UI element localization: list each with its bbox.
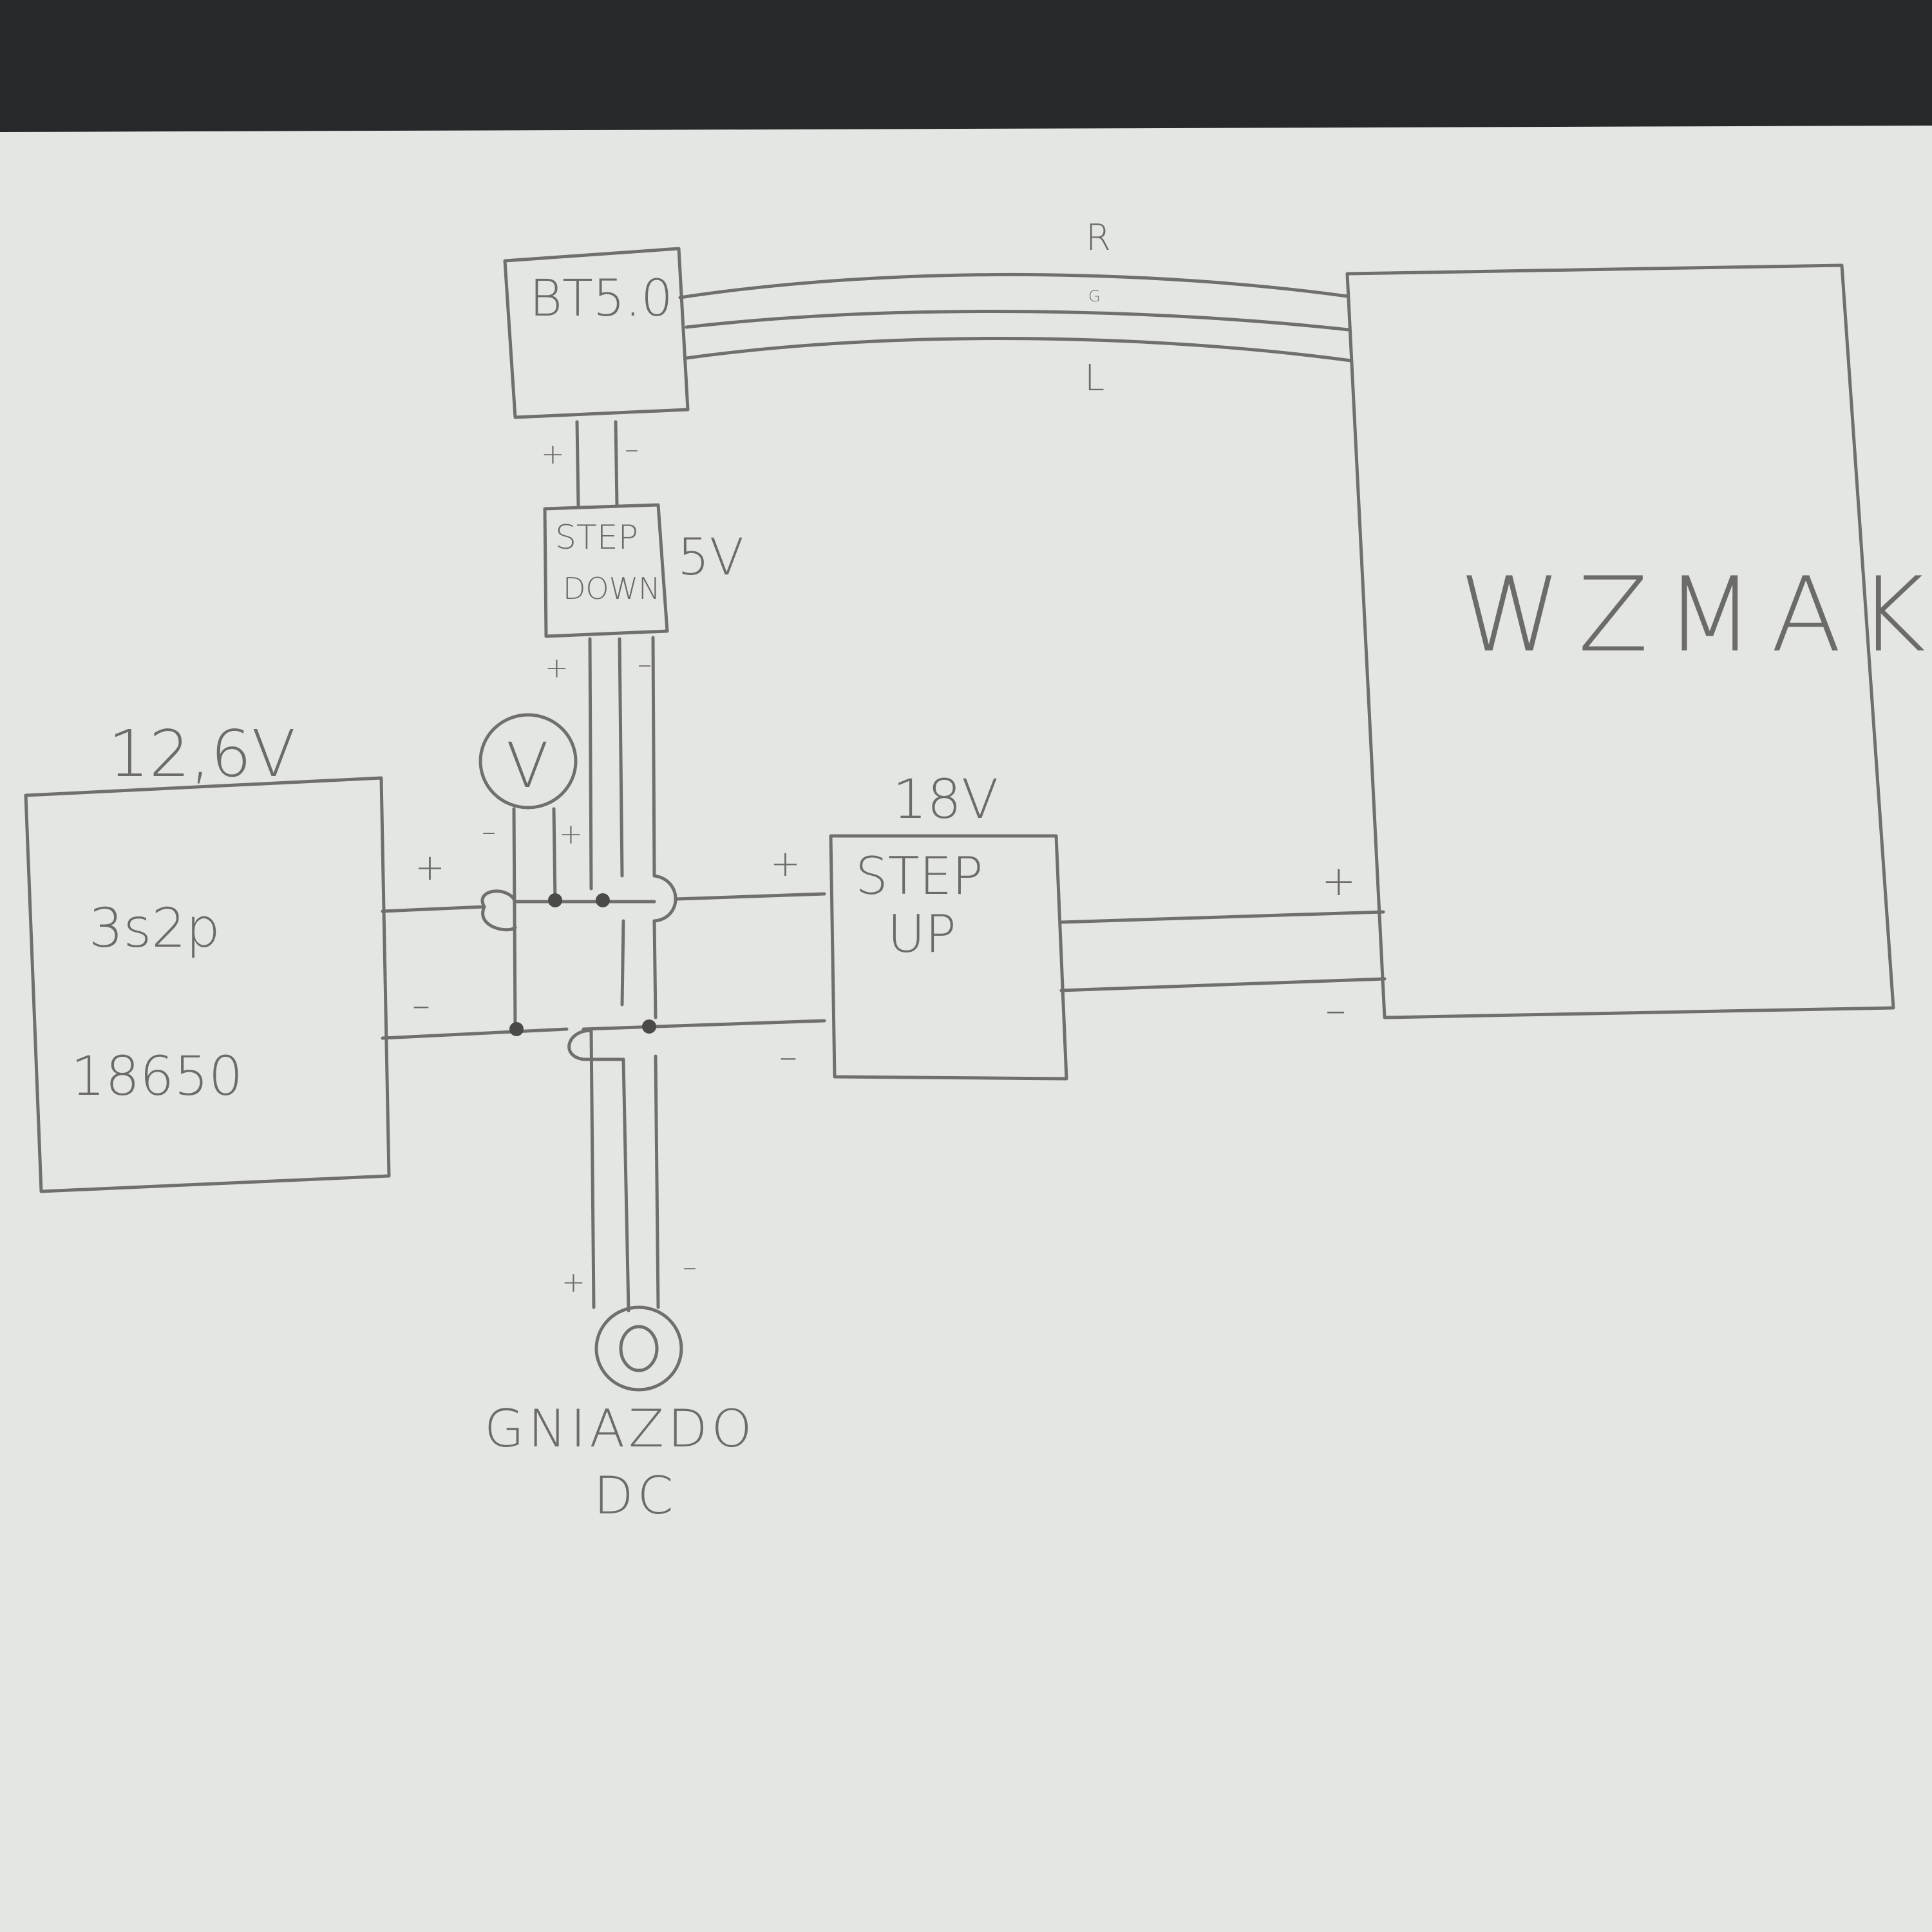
step-down-box <box>543 503 669 638</box>
battery-plus-sign: + <box>415 847 445 889</box>
step-up-voltage: 18V <box>893 768 998 831</box>
dc-socket-line1: GNIAZDO <box>484 1399 756 1459</box>
step-up-line1: STEP <box>855 846 983 906</box>
voltmeter-circle <box>478 713 578 810</box>
junction-stepdown-minus <box>642 1019 656 1034</box>
negative-bus <box>381 1019 826 1040</box>
wire-l <box>685 337 1353 363</box>
step-down-plus-wire <box>588 637 596 1309</box>
wire-g-label: G <box>1088 287 1101 305</box>
step-up-in-plus-sign: + <box>770 843 800 885</box>
step-up-box <box>829 834 1068 1081</box>
wire-r-label: R <box>1086 217 1111 259</box>
step-down-out-plus: + <box>545 652 569 685</box>
battery-config: 3s2p <box>89 896 220 960</box>
voltmeter-plus-lead <box>552 807 557 904</box>
bt-module-box <box>503 247 690 419</box>
bt-module-label: BT5.0 <box>529 270 673 328</box>
wire-g <box>685 309 1350 332</box>
paper-edge <box>0 126 1932 138</box>
step-down-line2: DOWN <box>563 571 661 606</box>
amplifier-box <box>1345 263 1895 1019</box>
wire-r <box>678 272 1349 299</box>
step-up-line2: UP <box>887 904 956 964</box>
battery-box <box>24 776 391 1193</box>
positive-bus-hop <box>481 905 517 932</box>
battery-cell: 18650 <box>71 1045 243 1108</box>
step-down-minus-wire-2 <box>651 636 660 1309</box>
junction-voltmeter-plus <box>548 893 562 907</box>
amplifier-label: WZMAK <box>1459 554 1932 675</box>
dc-minus-sign: – <box>683 1251 697 1283</box>
step-down-minus-wire <box>618 637 630 1312</box>
junction-voltmeter-minus <box>509 1022 524 1036</box>
dc-socket-outer <box>594 1305 683 1392</box>
wire-l-label: L <box>1084 357 1104 399</box>
step-down-voltage: 5V <box>677 529 744 587</box>
voltmeter-minus-lead <box>512 807 517 1031</box>
voltmeter-minus-sign: – <box>482 815 496 848</box>
dc-plus-sign: + <box>562 1266 585 1299</box>
bt-minus-wire <box>614 420 619 507</box>
step-down-line1: STEP <box>555 518 638 557</box>
junction-stepdown-plus <box>596 893 610 907</box>
hop-plus-right <box>652 874 677 923</box>
bt-minus-sign: – <box>625 433 639 466</box>
step-down-out-minus: – <box>638 648 652 681</box>
hop-minus-left <box>567 1028 625 1061</box>
dc-socket-inner <box>619 1325 659 1372</box>
voltmeter-label: V <box>506 730 549 802</box>
voltmeter-plus-sign: + <box>559 818 583 851</box>
bt-plus-wire <box>575 420 580 507</box>
amp-plus-sign: + <box>1321 858 1356 905</box>
desk-background <box>0 0 1932 132</box>
battery-voltage: 12,6V <box>108 716 296 791</box>
step-up-out-minus-wire <box>1059 977 1387 992</box>
battery-minus-sign: – <box>412 985 430 1027</box>
step-up-in-minus-sign: – <box>779 1036 797 1078</box>
amp-minus-sign: – <box>1325 987 1346 1034</box>
dc-socket-line2: DC <box>594 1466 677 1526</box>
bt-plus-sign: + <box>541 438 565 471</box>
step-up-out-plus-wire <box>1058 910 1385 924</box>
